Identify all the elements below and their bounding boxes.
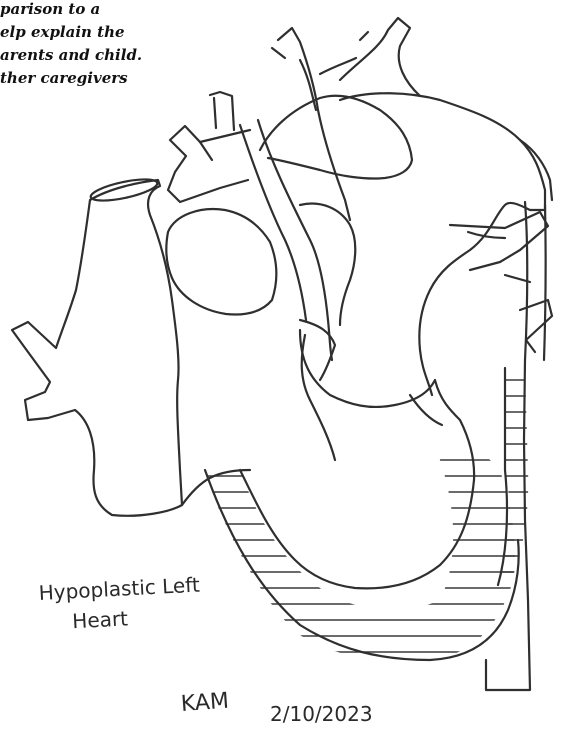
diagram-label: Hypoplastic Left Heart	[38, 570, 202, 638]
aorta-outline	[278, 28, 350, 220]
signature-initials: KAM	[180, 689, 230, 717]
descending-aorta-outline	[520, 140, 552, 200]
left-atrium-outline	[166, 209, 276, 314]
pulmonary-artery-outline	[340, 18, 420, 96]
drawing-date: 2/10/2023	[270, 702, 373, 726]
signature: KAM	[180, 689, 230, 717]
vena-cava-outline	[12, 180, 182, 516]
right-ventricle-outline	[300, 330, 474, 480]
